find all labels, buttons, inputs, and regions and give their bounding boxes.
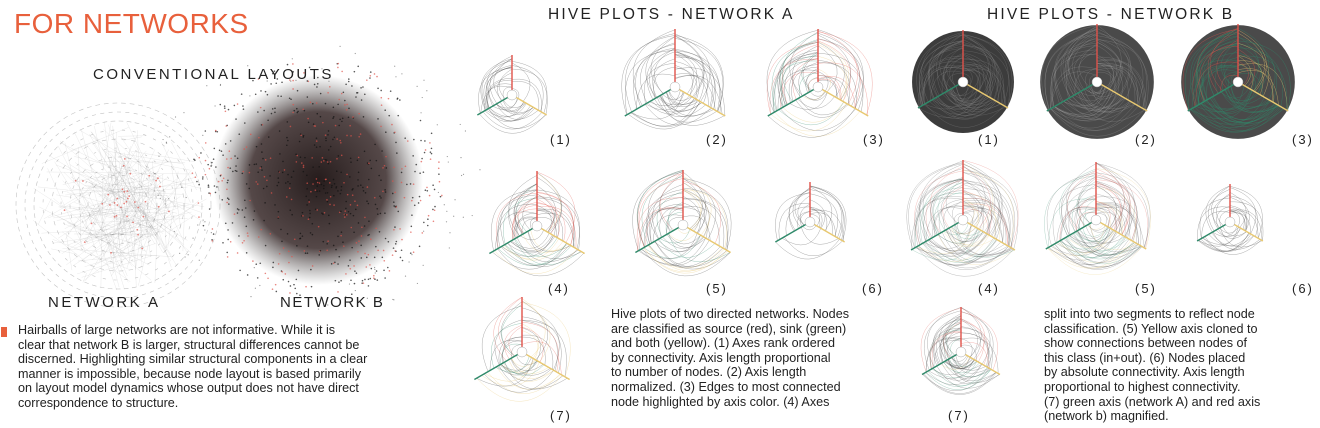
conventional-heading: CONVENTIONAL LAYOUTS: [93, 66, 334, 83]
caption-line: to number of nodes. (2) Axis length: [611, 365, 807, 380]
hive-b-label-6: (6): [1292, 281, 1314, 296]
bullet-marker: [1, 327, 7, 337]
hairball-network-b: [154, 45, 481, 310]
hairball-network-a: [15, 102, 221, 308]
hive-plots: [474, 24, 1295, 402]
page-title: FOR NETWORKS: [14, 8, 249, 39]
hive-a-label-7: (7): [550, 408, 572, 423]
caption-line: (7) green axis (network A) and red axis: [1044, 394, 1261, 409]
network-b-label: NETWORK B: [280, 294, 385, 311]
hive-a-label-2: (2): [706, 132, 728, 147]
caption-line: this class (in+out). (6) Nodes placed: [1044, 350, 1246, 365]
hive-b-label-4: (4): [978, 281, 1000, 296]
hive-a-caption: Hive plots of two directed networks. Nod…: [611, 307, 901, 409]
caption-line: node highlighted by axis color. (4) Axes: [611, 394, 830, 409]
caption-line: clear that network B is larger, structur…: [18, 337, 360, 352]
caption-line: normalized. (3) Edges to most connected: [611, 379, 841, 394]
hive-a-label-5: (5): [706, 281, 728, 296]
network-a-label: NETWORK A: [48, 294, 161, 311]
caption-line: split into two segments to reflect node: [1044, 307, 1255, 321]
hive-a-heading: HIVE PLOTS - NETWORK A: [548, 6, 795, 23]
hive-b-label-1: (1): [978, 132, 1000, 147]
caption-line: Hairballs of large networks are not info…: [18, 323, 336, 337]
hive-a-label-1: (1): [550, 132, 572, 147]
caption-line: correspondence to structure.: [18, 395, 179, 410]
caption-line: by connectivity. Axis length proportiona…: [611, 350, 831, 365]
caption-line: (network b) magnified.: [1044, 409, 1169, 424]
caption-line: Hive plots of two directed networks. Nod…: [611, 307, 849, 321]
hive-b-label-2: (2): [1135, 132, 1157, 147]
hive-a-label-6: (6): [862, 281, 884, 296]
hive-b-caption: split into two segments to reflect node …: [1044, 307, 1314, 424]
caption-line: proportional to highest connectivity.: [1044, 379, 1241, 394]
caption-line: manner is impossible, because node layou…: [18, 366, 362, 381]
caption-line: show connections between nodes of: [1044, 336, 1248, 351]
hive-a-label-3: (3): [863, 132, 885, 147]
caption-line: on layout model dynamics whose output do…: [18, 381, 359, 396]
hive-a-label-4: (4): [548, 281, 570, 296]
hive-b-label-7: (7): [948, 408, 970, 423]
hive-b-heading: HIVE PLOTS - NETWORK B: [987, 6, 1235, 23]
caption-line: and both (yellow). (1) Axes rank ordered: [611, 336, 835, 351]
hive-b-label-3: (3): [1292, 132, 1314, 147]
conventional-caption: Hairballs of large networks are not info…: [18, 323, 458, 411]
hive-b-label-5: (5): [1135, 281, 1157, 296]
caption-line: are classified as source (red), sink (gr…: [611, 321, 847, 336]
caption-line: by absolute connectivity. Axis length: [1044, 365, 1245, 380]
caption-line: discerned. Highlighting similar structur…: [18, 352, 368, 367]
caption-line: classification. (5) Yellow axis cloned t…: [1044, 321, 1258, 336]
